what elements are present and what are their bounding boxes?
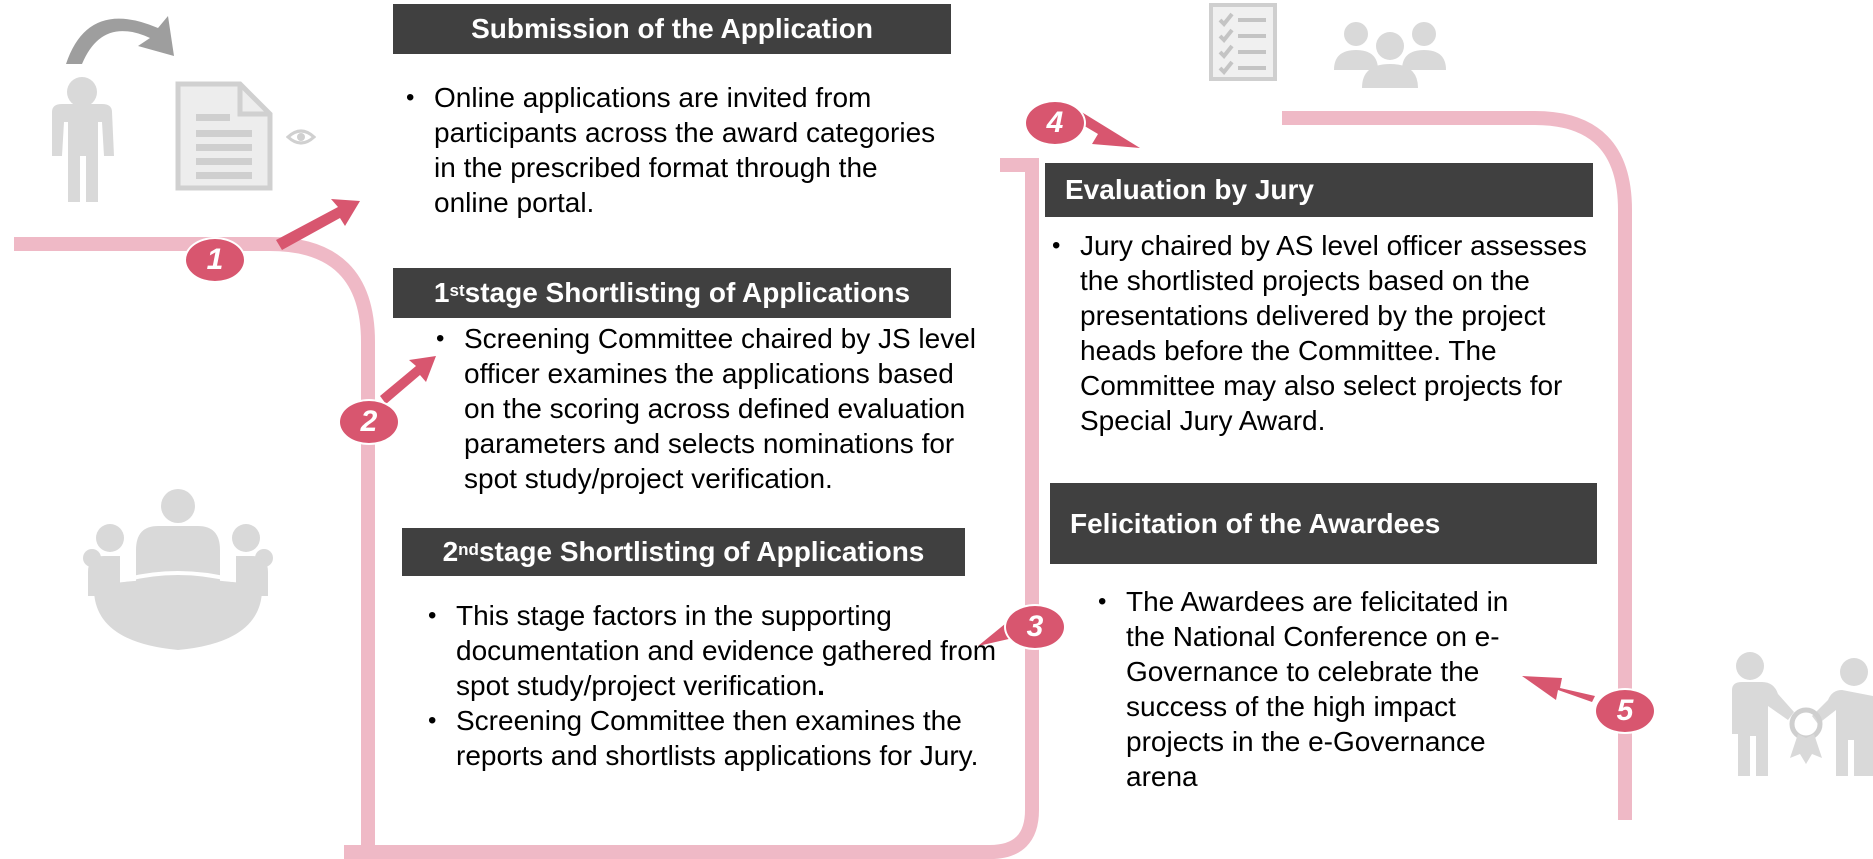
- step-1-badge: 1: [184, 237, 246, 283]
- step-2-description: Screening Committee chaired by JS level …: [436, 321, 976, 496]
- step-1-description: Online applications are invited from par…: [406, 80, 951, 220]
- arrow-2: [380, 356, 436, 404]
- checklist-icon: [1209, 3, 1277, 81]
- step-4-badge: 4: [1024, 100, 1086, 146]
- step-1-title: Submission of the Application: [393, 4, 951, 54]
- step-2-badge: 2: [338, 399, 400, 445]
- step-5-badge: 5: [1594, 688, 1656, 734]
- arrow-1: [276, 199, 360, 250]
- step-3-description: This stage factors in the supporting doc…: [428, 598, 1000, 773]
- step-3-badge: 3: [1004, 604, 1066, 650]
- step-5-bullet: The Awardees are felicitated in the Nati…: [1098, 584, 1538, 794]
- eye-icon: [286, 129, 316, 145]
- step-1-bullet: Online applications are invited from par…: [406, 80, 951, 220]
- arrow-4: [1071, 108, 1140, 148]
- step-4-title: Evaluation by Jury: [1045, 163, 1593, 217]
- person-submit-icon: [52, 16, 174, 202]
- step-4-description: Jury chaired by AS level officer assesse…: [1052, 228, 1597, 438]
- document-icon: [175, 81, 273, 191]
- step-5-title: Felicitation of the Awardees: [1050, 483, 1597, 564]
- track-segment-3: [1282, 111, 1632, 820]
- arrow-5: [1522, 676, 1595, 702]
- step-4-bullet: Jury chaired by AS level officer assesse…: [1052, 228, 1597, 438]
- step-2-bullet: Screening Committee chaired by JS level …: [436, 321, 976, 496]
- award-handshake-icon: [1732, 652, 1873, 776]
- track-segment-2: [344, 158, 1039, 859]
- group-icon: [1334, 22, 1446, 88]
- meeting-table-icon: [83, 489, 273, 650]
- step-3-bullet-1: This stage factors in the supporting doc…: [428, 598, 1000, 703]
- step-3-bullet-2: Screening Committee then examines the re…: [428, 703, 1000, 773]
- step-5-description: The Awardees are felicitated in the Nati…: [1098, 584, 1538, 794]
